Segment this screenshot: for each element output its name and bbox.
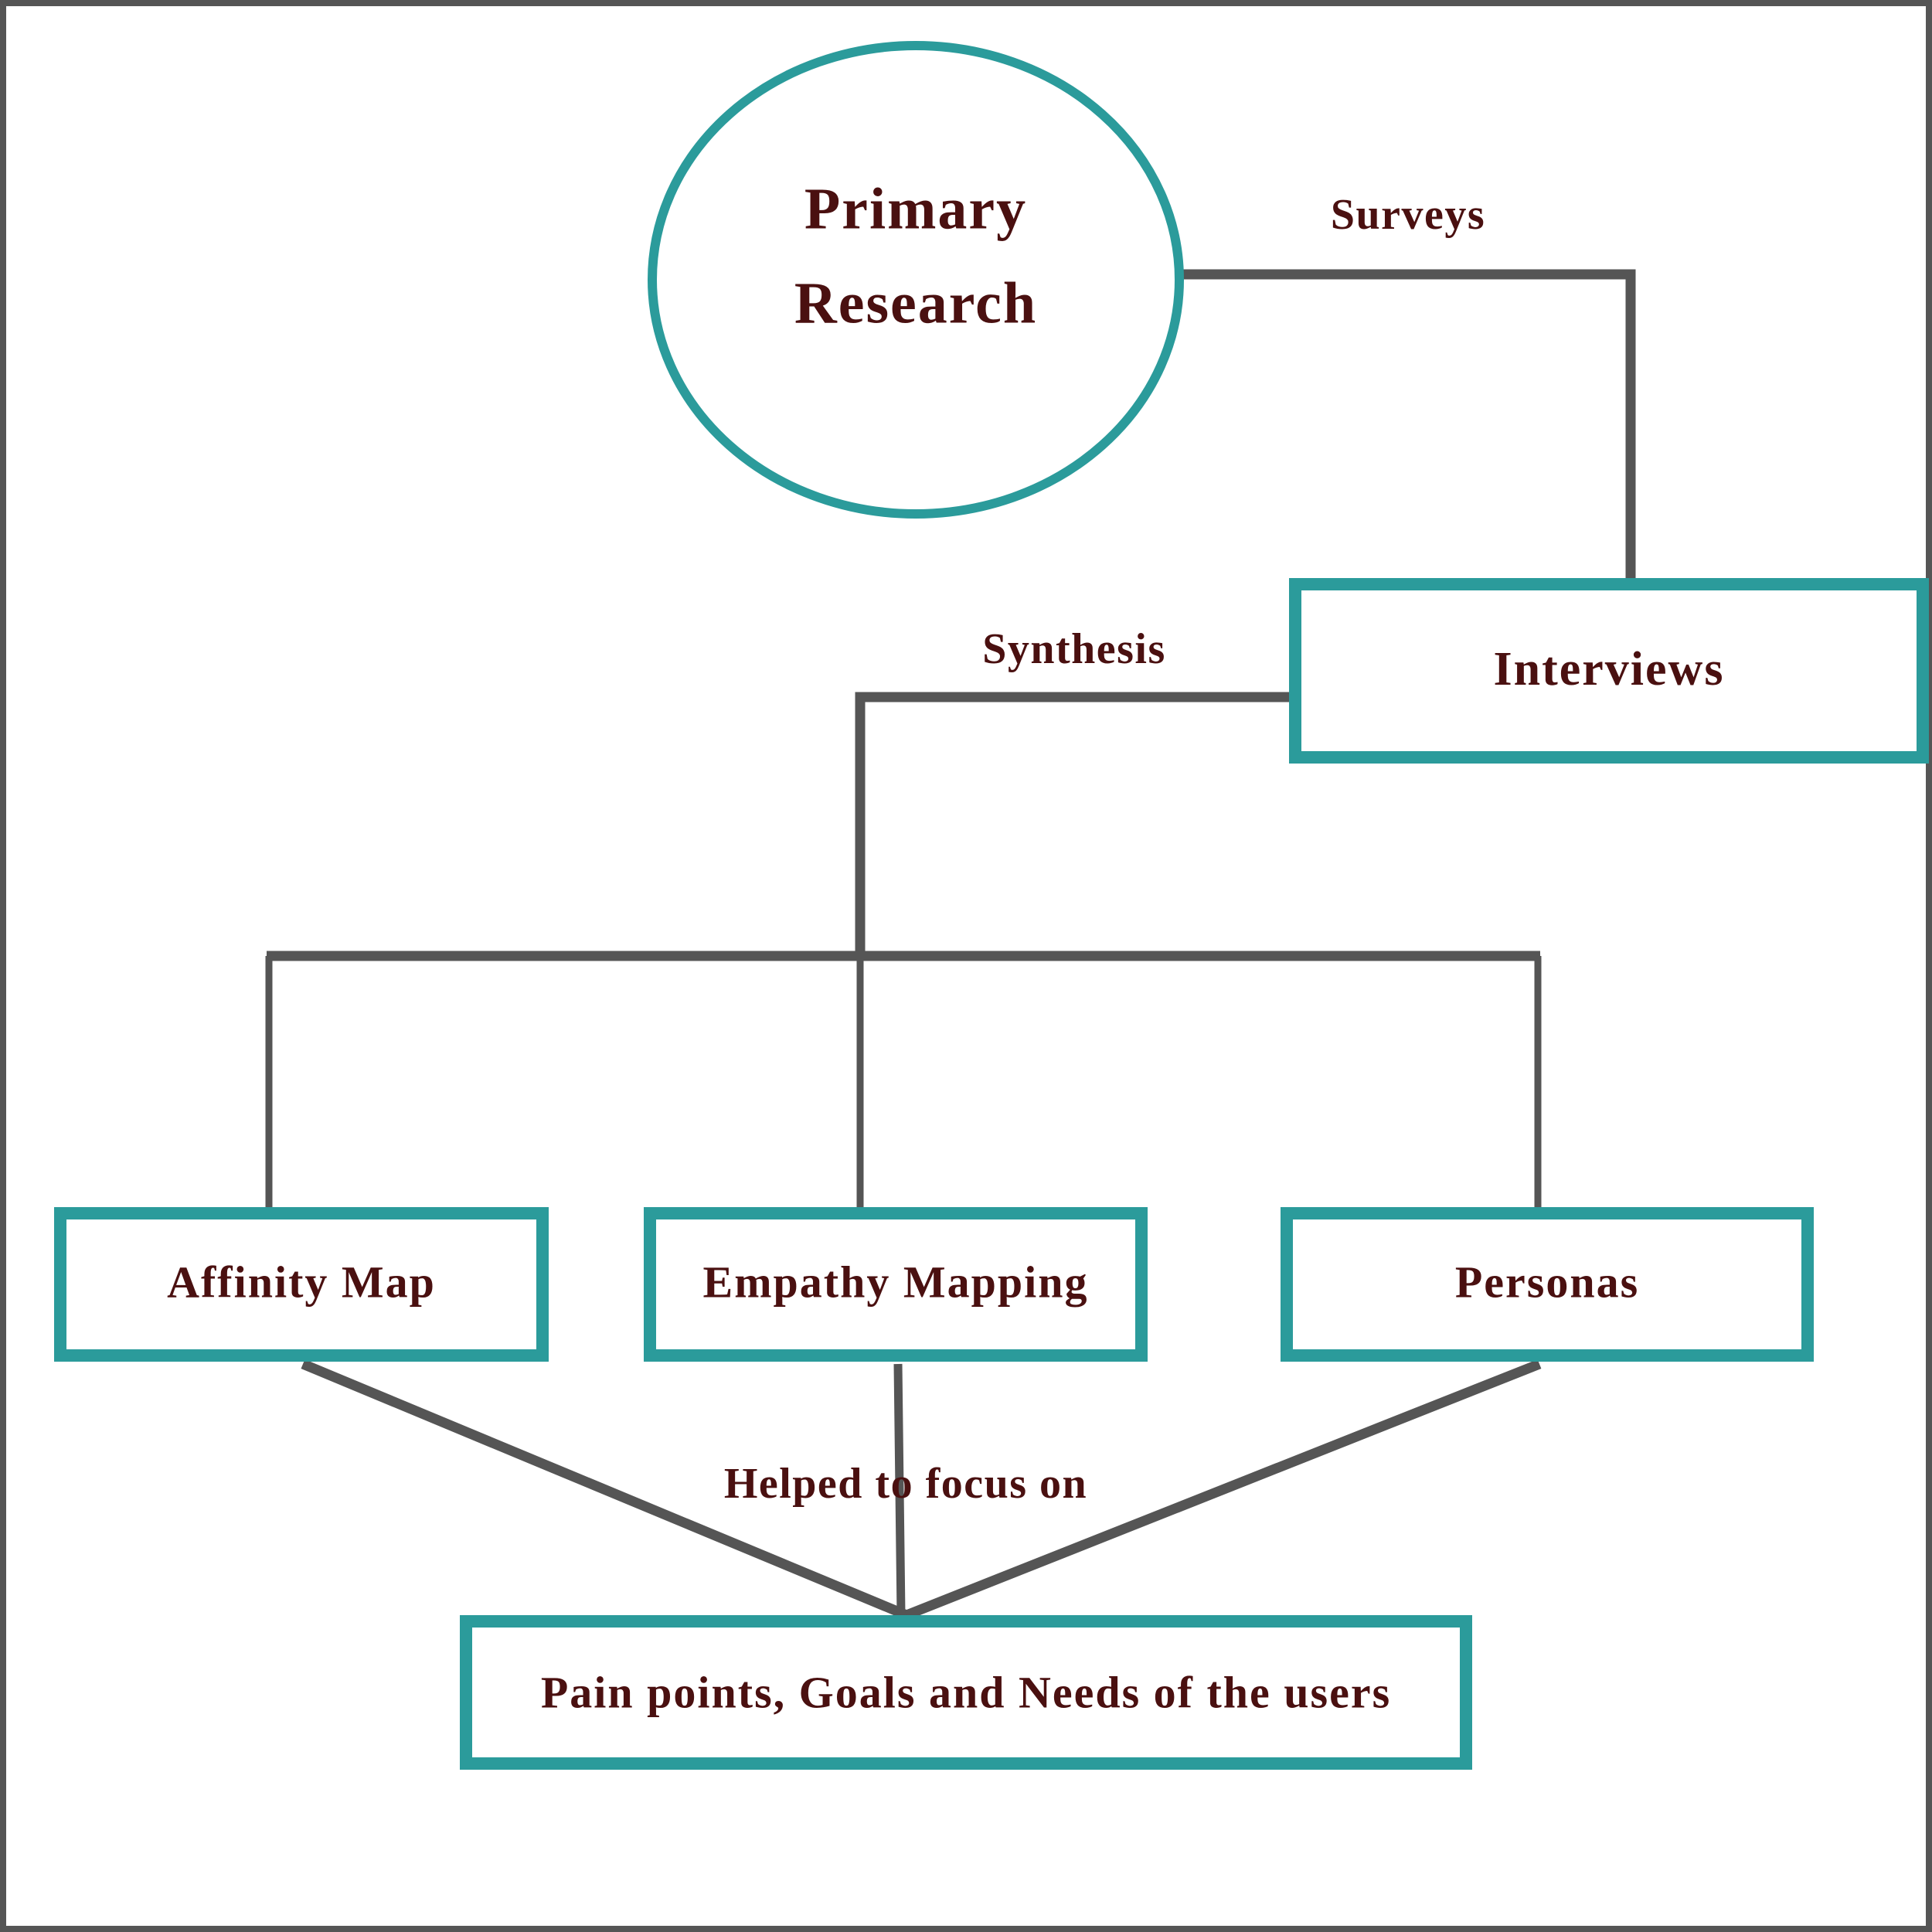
connector-empathy-to-painpoints: [893, 1363, 906, 1616]
empathy-mapping-box[interactable]: [644, 1207, 1148, 1362]
interviews-box[interactable]: [1289, 578, 1929, 764]
personas-label: Personas: [1455, 1257, 1639, 1307]
node-primary-research[interactable]: Primary Research: [648, 41, 1184, 519]
node-pain-points[interactable]: Pain points, Goals and Needs of the user…: [460, 1615, 1472, 1770]
connector-surveys: [1182, 269, 1636, 578]
edge-label-helped-to-focus-on: Helped to focus on: [724, 1460, 1087, 1508]
personas-box[interactable]: [1281, 1207, 1814, 1362]
node-interviews[interactable]: Interviews: [1289, 578, 1929, 764]
primary-research-label-line2: Research: [794, 270, 1037, 335]
affinity-map-label: Affinity Map: [167, 1257, 436, 1307]
connector-layer: [265, 269, 1636, 1621]
connector-affinity-to-painpoints: [301, 1359, 909, 1621]
affinity-map-box[interactable]: [54, 1207, 549, 1362]
node-affinity-map[interactable]: Affinity Map: [54, 1207, 549, 1362]
interviews-label: Interviews: [1494, 643, 1725, 696]
empathy-mapping-label: Empathy Mapping: [703, 1257, 1089, 1307]
connector-synthesis: [855, 692, 1289, 956]
node-empathy-mapping[interactable]: Empathy Mapping: [644, 1207, 1148, 1362]
pain-points-box[interactable]: [460, 1615, 1472, 1770]
pain-points-label: Pain points, Goals and Needs of the user…: [541, 1667, 1391, 1717]
edge-label-synthesis: Synthesis: [982, 625, 1166, 673]
primary-research-label-line1: Primary: [804, 176, 1027, 241]
primary-research-circle[interactable]: [648, 41, 1184, 519]
edge-label-surveys: Surveys: [1331, 191, 1485, 239]
connector-personas-to-painpoints: [904, 1359, 1542, 1621]
node-personas[interactable]: Personas: [1281, 1207, 1814, 1362]
